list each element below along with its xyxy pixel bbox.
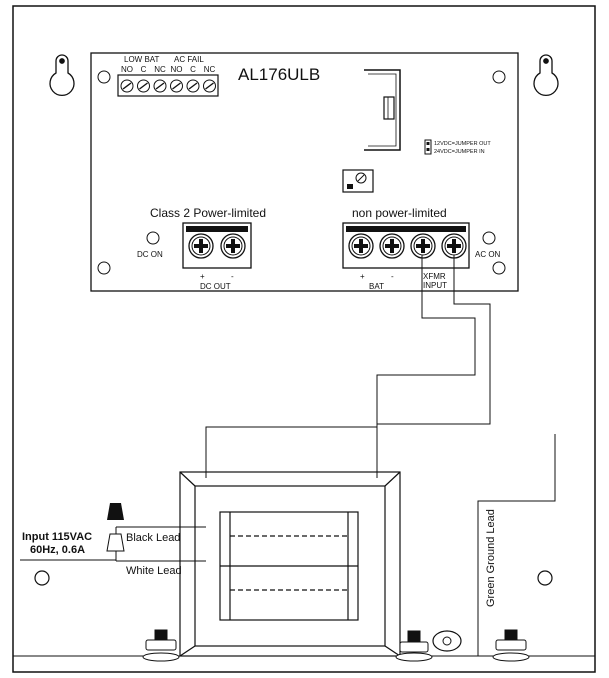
- relay-terminal-label: C: [141, 65, 147, 74]
- screw-slot: [172, 82, 181, 90]
- model-name: AL176ULB: [238, 65, 320, 84]
- relay-terminal-label: NO: [121, 65, 133, 74]
- ac-on-led: [482, 231, 496, 245]
- pcb-hole: [492, 70, 506, 84]
- screw-slot: [359, 239, 363, 253]
- heatsink-tab: [383, 96, 395, 120]
- keyhole-left: [49, 54, 75, 97]
- ac-on-label: AC ON: [475, 250, 501, 259]
- dc-out-label: DC OUT: [200, 282, 231, 291]
- screw-slot: [155, 82, 165, 90]
- bat-label: BAT: [369, 282, 384, 291]
- mount-hole-left: [34, 570, 50, 586]
- xfmr-label: XFMR: [423, 272, 446, 281]
- dc-on-label: DC ON: [137, 250, 163, 259]
- input-label: INPUT: [423, 281, 447, 290]
- jumper-24v-note: 24VDC=JUMPER IN: [434, 149, 485, 155]
- ground-stud-right: [492, 629, 530, 662]
- screw-slot: [421, 239, 425, 253]
- relay-terminal-label: NC: [154, 65, 166, 74]
- green-ground-label: Green Ground Lead: [485, 509, 497, 607]
- bat-plus-label: +: [360, 272, 365, 281]
- non-power-limited-label: non power-limited: [352, 206, 447, 220]
- black-lead-label: Black Lead: [126, 532, 180, 544]
- ac-fail-label: AC FAIL: [174, 55, 204, 64]
- keyhole-right: [533, 54, 559, 97]
- dc-minus-label: -: [231, 272, 234, 281]
- transformer: [179, 471, 401, 657]
- ground-stud-center: [395, 630, 462, 662]
- screw-slot: [205, 82, 214, 90]
- jumper-12v-note: 12VDC=JUMPER OUT: [434, 141, 491, 147]
- relay-terminal-label: NC: [204, 65, 216, 74]
- green-ground-wire: [477, 434, 556, 656]
- voltage-jumper: [424, 139, 432, 155]
- heatsink-bracket-inner: [368, 73, 397, 147]
- pcb-hole: [492, 261, 506, 275]
- relay-terminal-label: NO: [171, 65, 183, 74]
- pcb-hole: [97, 261, 111, 275]
- white-lead-label: White Lead: [126, 565, 182, 577]
- white-wire-nut: [106, 533, 125, 552]
- relay-terminal-label: C: [190, 65, 196, 74]
- class2-label: Class 2 Power-limited: [150, 206, 266, 220]
- heatsink-bracket: [364, 69, 401, 151]
- screw-slot: [139, 82, 148, 90]
- low-bat-label: LOW BAT: [124, 55, 160, 64]
- black-wire-nut: [107, 503, 124, 520]
- dc-on-led: [146, 231, 160, 245]
- screw-slot: [231, 239, 235, 253]
- screw-slot: [452, 239, 456, 253]
- screw-slot: [390, 239, 394, 253]
- dc-plus-label: +: [200, 272, 205, 281]
- pcb-hole: [97, 70, 111, 84]
- xfmr-wire-2: [376, 255, 491, 478]
- bat-minus-label: -: [391, 272, 394, 281]
- input-voltage-label: Input 115VAC: [22, 531, 92, 543]
- screw-slot: [199, 239, 203, 253]
- xfmr-wire-1: [205, 255, 476, 478]
- mount-hole-right: [537, 570, 553, 586]
- screw-slot: [122, 82, 132, 90]
- input-frequency-label: 60Hz, 0.6A: [30, 544, 85, 556]
- screw-slot: [188, 82, 198, 90]
- ground-stud-left: [142, 629, 180, 662]
- terminal-block-ridge: [186, 226, 248, 232]
- terminal-block-ridge: [346, 226, 466, 232]
